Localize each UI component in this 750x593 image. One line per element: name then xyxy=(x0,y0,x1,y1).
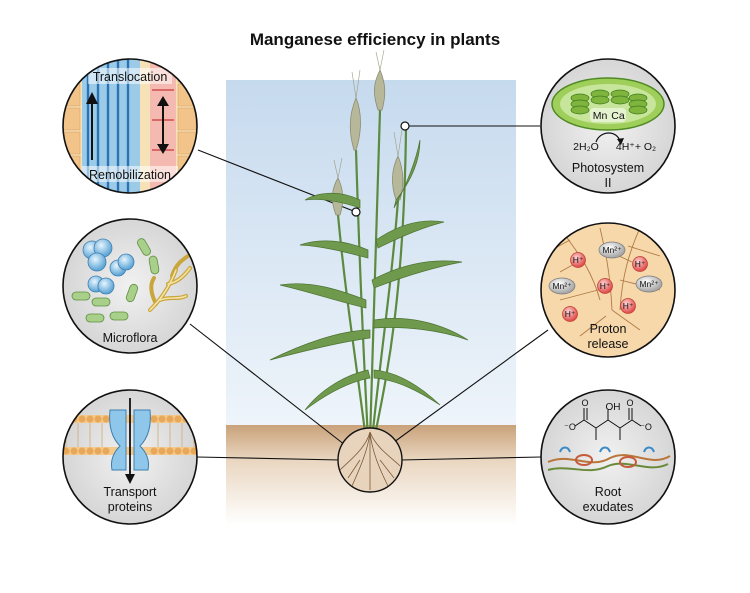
photosystem-label: Photosystem xyxy=(572,161,644,175)
water-label: 2H₂O xyxy=(573,141,599,153)
figure-title: Manganese efficiency in plants xyxy=(249,30,501,49)
oxygen-right-label: O xyxy=(626,398,633,408)
ca-label: Ca xyxy=(611,110,625,122)
manganese-ion-1: Mn²⁺ xyxy=(602,245,622,255)
panel-root-exudates: OH ⁻O ⁻O O O Root exudates xyxy=(540,389,676,525)
manganese-ion-2: Mn²⁺ xyxy=(552,281,572,291)
release-label: release xyxy=(588,337,629,351)
manganese-ion-3: Mn²⁺ xyxy=(639,279,659,289)
proton-ion-5: H⁺ xyxy=(565,309,576,319)
panel-translocation: Translocation Remobilization xyxy=(62,58,198,194)
carboxylate-left-label: ⁻O xyxy=(564,422,576,432)
hydroxyl-label: OH xyxy=(606,402,621,413)
oxygen-left-label: O xyxy=(581,398,588,408)
connector-lines xyxy=(189,125,549,461)
mn-label: Mn xyxy=(593,110,608,122)
proton-ion-1: H⁺ xyxy=(573,255,584,265)
translocation-label: Translocation xyxy=(93,70,168,84)
remobilization-label: Remobilization xyxy=(89,168,171,182)
root-zoom-circle xyxy=(337,427,403,493)
panel-proton-release: H⁺ H⁺ H⁺ H⁺ H⁺ Mn²⁺ Mn²⁺ Mn²⁺ Proton rel… xyxy=(540,222,676,358)
sky-background xyxy=(226,80,516,425)
photosystem-roman-label: II xyxy=(605,176,612,190)
root-label: Root xyxy=(595,485,622,499)
panel-photosystem: Mn Ca 2H₂O 4H⁺+ O₂ Photosystem II xyxy=(540,58,676,194)
carboxylate-right-label: ⁻O xyxy=(640,422,652,432)
proton-ion-4: H⁺ xyxy=(623,301,634,311)
microflora-label: Microflora xyxy=(103,331,158,345)
wheat-plant xyxy=(269,49,469,441)
panel-transport-proteins: Transport proteins xyxy=(62,389,198,525)
proton-ion-2: H⁺ xyxy=(635,259,646,269)
proton-label: Proton xyxy=(590,322,627,336)
proteins-label: proteins xyxy=(108,500,152,514)
exudates-label: exudates xyxy=(583,500,634,514)
products-label: 4H⁺+ O₂ xyxy=(616,141,656,153)
panel-microflora: Microflora xyxy=(62,218,198,354)
proton-ion-3: H⁺ xyxy=(600,281,611,291)
transport-label: Transport xyxy=(103,485,157,499)
